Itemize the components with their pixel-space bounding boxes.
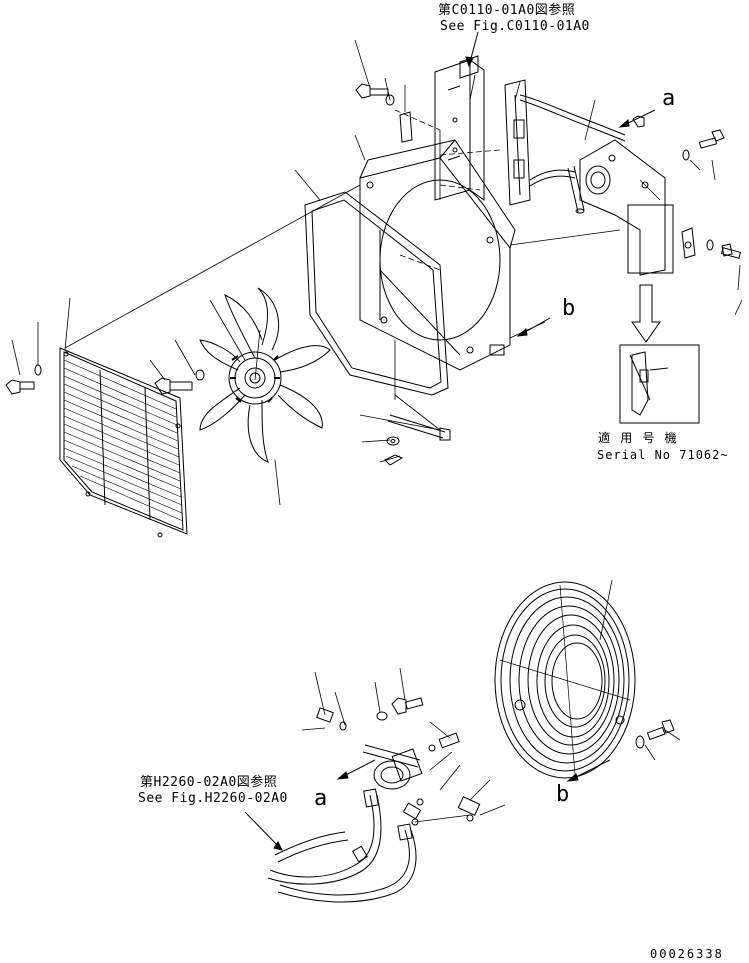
- bottom-reference-jp: 第H2260-02A0図参照: [140, 775, 278, 790]
- marker-a-top: a: [662, 86, 676, 111]
- top-reference-jp: 第C0110-01A0図参照: [438, 3, 576, 18]
- assembly-lines: [65, 130, 620, 430]
- top-reference-en: See Fig.C0110-01A0: [440, 19, 590, 34]
- gasket: [305, 192, 448, 395]
- serial-number: Serial No 71062~: [597, 448, 729, 462]
- top-ref-leader: [466, 32, 478, 66]
- guard-bolt: [636, 720, 674, 748]
- right-bracket: [580, 140, 695, 275]
- bottom-a-arrow: [338, 760, 375, 779]
- grille: [60, 348, 187, 537]
- fan-bolt: [155, 370, 204, 394]
- marker-a-bottom: a: [314, 786, 328, 811]
- inset-arrow: [632, 285, 660, 342]
- marker-b-bottom: b: [556, 782, 570, 807]
- inset-box: [620, 345, 699, 423]
- serial-title: 適 用 号 機: [598, 431, 679, 445]
- upper-bolt: [356, 84, 412, 142]
- marker-b-mid: b: [562, 296, 576, 321]
- hydraulic-motor: [363, 745, 422, 789]
- grille-bolt: [6, 365, 41, 394]
- ref-leader: [245, 812, 282, 850]
- top-arrows: [518, 110, 655, 336]
- upper-bracket: [435, 56, 484, 200]
- side-bracket: [505, 80, 530, 205]
- stay-rod: [520, 95, 625, 213]
- hoses: [268, 789, 416, 902]
- drawing-number: 00026338: [650, 947, 724, 961]
- bottom-b-arrow: [568, 760, 610, 781]
- right-bolts: [633, 116, 740, 258]
- fan-shroud: [360, 140, 515, 370]
- motor-fittings: [317, 698, 480, 825]
- leader-lines: [12, 40, 742, 822]
- wire-guard: [495, 582, 635, 778]
- shroud-bolt: [385, 415, 450, 465]
- bottom-reference-en: See Fig.H2260-02A0: [138, 791, 288, 806]
- fan: [200, 288, 330, 462]
